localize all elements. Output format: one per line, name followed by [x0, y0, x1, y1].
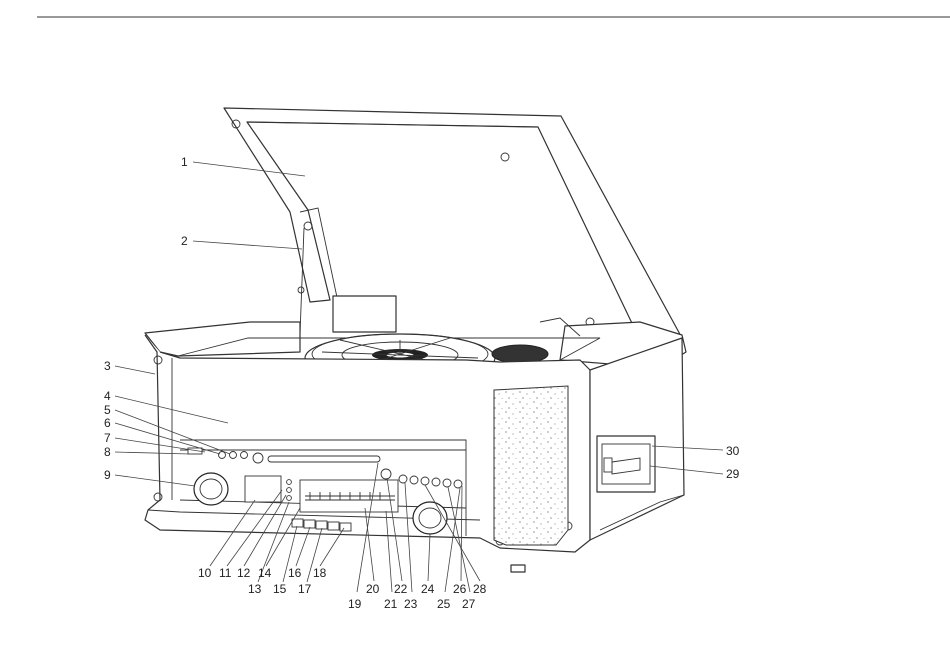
callout-27: 27: [462, 597, 476, 611]
volume-knob: [194, 473, 228, 505]
callout-8: 8: [104, 445, 111, 459]
callout-14: 14: [258, 566, 272, 580]
callout-6: 6: [104, 416, 111, 430]
callout-5: 5: [104, 403, 111, 417]
side-cabinet: [590, 338, 684, 540]
side-grille: [494, 386, 568, 545]
callout-26: 26: [453, 582, 467, 596]
callout-25: 25: [437, 597, 451, 611]
aux-jack: [253, 453, 263, 463]
dust-cover: [224, 108, 682, 340]
callout-3: 3: [104, 359, 111, 373]
foot-right: [511, 565, 525, 572]
callout-24: 24: [421, 582, 435, 596]
callout-7: 7: [104, 431, 111, 445]
callout-18: 18: [313, 566, 327, 580]
callout-22: 22: [394, 582, 408, 596]
callout-29: 29: [726, 467, 740, 481]
callout-13: 13: [248, 582, 262, 596]
callout-17: 17: [298, 582, 312, 596]
callout-16: 16: [288, 566, 302, 580]
callout-4: 4: [104, 389, 111, 403]
display: [245, 476, 281, 502]
callout-1: 1: [181, 155, 188, 169]
callout-19: 19: [348, 597, 362, 611]
cd-slot: [268, 456, 380, 462]
callout-12: 12: [237, 566, 251, 580]
tuning-knob: [413, 502, 447, 534]
callout-10: 10: [198, 566, 212, 580]
callout-9: 9: [104, 468, 111, 482]
callout-21: 21: [384, 597, 398, 611]
callout-15: 15: [273, 582, 287, 596]
callout-23: 23: [404, 597, 418, 611]
callout-28: 28: [473, 582, 487, 596]
headphone-jack: [381, 469, 391, 479]
callout-2: 2: [181, 234, 188, 248]
callout-20: 20: [366, 582, 380, 596]
callout-11: 11: [219, 566, 232, 580]
device-illustration: [145, 108, 686, 572]
callout-30: 30: [726, 444, 740, 458]
